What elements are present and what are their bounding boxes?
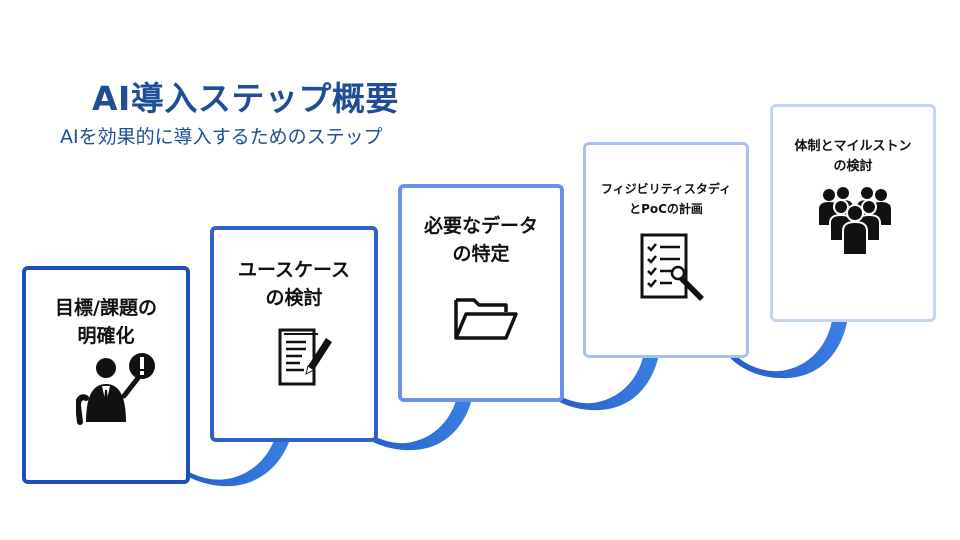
document-pen-icon — [278, 328, 332, 386]
folder-icon — [454, 298, 518, 340]
step-label-1: 目標/課題の 明確化 — [55, 297, 157, 347]
step-label-2: ユースケース の検討 — [237, 259, 351, 309]
step-label-3: 必要なデータ の特定 — [423, 215, 538, 265]
step-card-3: 必要なデータ の特定 — [398, 184, 564, 402]
step-label-4: フィジビリティスタディ とPoCの計画 — [600, 182, 732, 216]
step-label-5: 体制とマイルストン の検討 — [794, 139, 912, 174]
step-card-4: フィジビリティスタディ とPoCの計画 — [583, 142, 749, 358]
page-title: AI導入ステップ概要 — [92, 79, 399, 118]
step-card-1: 目標/課題の 明確化 — [22, 266, 190, 484]
step-card-5: 体制とマイルストン の検討 — [770, 104, 936, 322]
team-people-icon — [819, 187, 891, 256]
checklist-pen-icon — [640, 233, 704, 301]
page-subtitle: AIを効果的に導入するためのステップ — [60, 126, 383, 148]
businessman-exclamation-icon — [76, 353, 155, 425]
step-card-2: ユースケース の検討 — [210, 226, 378, 442]
